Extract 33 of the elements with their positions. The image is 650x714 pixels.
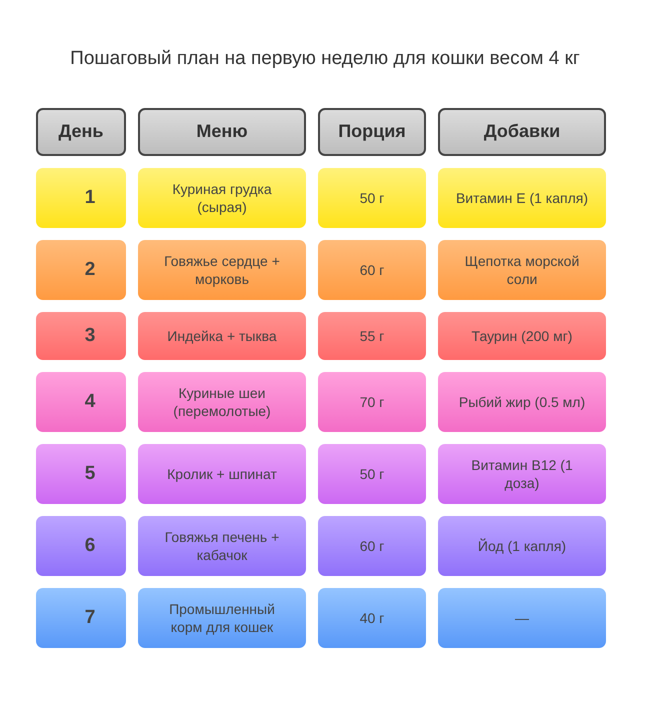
day-number: 1 [36, 168, 126, 228]
column-header: Порция [318, 108, 426, 156]
portion-cell: 60 г [318, 240, 426, 300]
portion-cell: 50 г [318, 168, 426, 228]
day-number: 6 [36, 516, 126, 576]
supplement-cell: Щепотка морской соли [438, 240, 606, 300]
column-header: Меню [138, 108, 306, 156]
menu-cell: Кролик + шпинат [138, 444, 306, 504]
menu-cell: Куриные шеи (перемолотые) [138, 372, 306, 432]
day-number: 3 [36, 312, 126, 360]
portion-cell: 70 г [318, 372, 426, 432]
title: Пошаговый план на первую неделю для кошки весом 4 кг [69, 48, 581, 70]
portion-cell: 50 г [318, 444, 426, 504]
column-header: День [36, 108, 126, 156]
portion-cell: 60 г [318, 516, 426, 576]
column-header: Добавки [438, 108, 606, 156]
menu-cell: Куриная грудка (сырая) [138, 168, 306, 228]
day-number: 2 [36, 240, 126, 300]
supplement-cell: Рыбий жир (0.5 мл) [438, 372, 606, 432]
supplement-cell: Витамин E (1 капля) [438, 168, 606, 228]
day-number: 5 [36, 444, 126, 504]
menu-cell: Говяжья печень + кабачок [138, 516, 306, 576]
menu-cell: Говяжье сердце + морковь [138, 240, 306, 300]
day-number: 7 [36, 588, 126, 648]
supplement-cell: Витамин B12 (1 доза) [438, 444, 606, 504]
supplement-cell: Йод (1 капля) [438, 516, 606, 576]
supplement-cell: Таурин (200 мг) [438, 312, 606, 360]
supplement-cell: — [438, 588, 606, 648]
day-number: 4 [36, 372, 126, 432]
portion-cell: 55 г [318, 312, 426, 360]
menu-cell: Индейка + тыква [138, 312, 306, 360]
menu-cell: Промышленный корм для кошек [138, 588, 306, 648]
portion-cell: 40 г [318, 588, 426, 648]
